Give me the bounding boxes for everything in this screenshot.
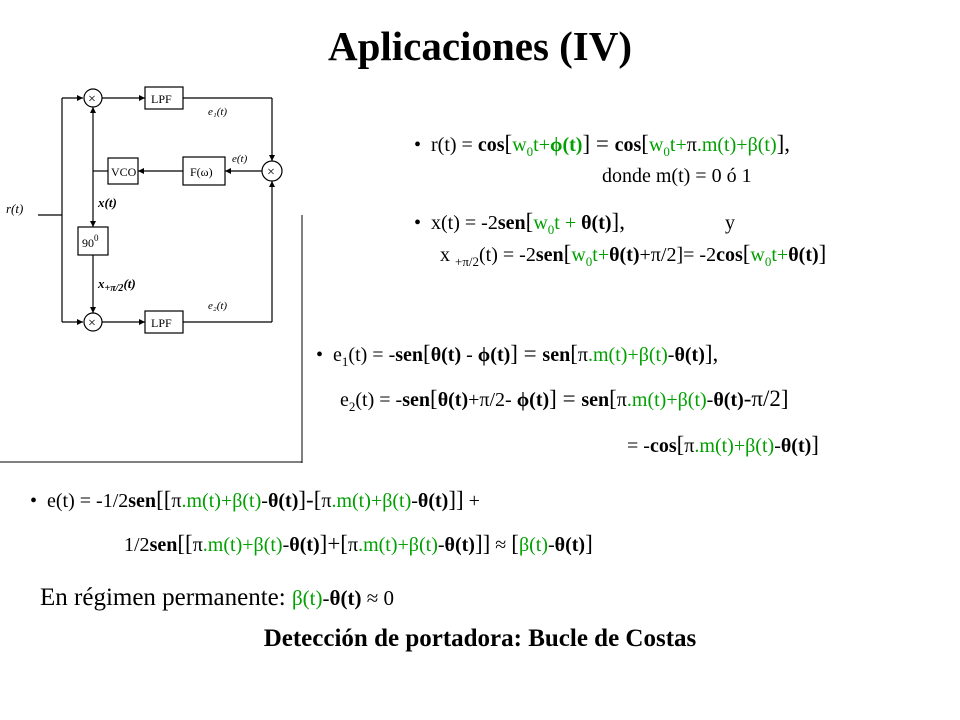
bottom-multiplier-icon: × — [88, 316, 96, 331]
equation-e: e(t) = -1/2sen[[π.m(t)+β(t)-θ(t)]-[π.m(t… — [30, 488, 480, 513]
e-label: e(t) — [232, 153, 248, 165]
equation-e2: e2(t) = -sen[θ(t)+π/2- ϕ(t)] = sen[π.m(t… — [340, 386, 789, 415]
regime-text: En régimen permanente: β(t)-θ(t) ≈ 0 — [40, 584, 394, 611]
equation-x-shift: x +π/2(t) = -2sen[w0t+θ(t)+π/2]= -2cos[w… — [440, 241, 827, 270]
e1-label: e₁(t) — [208, 106, 227, 118]
costas-loop-diagram: r(t) × LPF e₁(t) × LPF e₂(t) × e(t) F(ω)… — [0, 86, 303, 463]
equation-x: x(t) = -2sen[w0t + θ(t)],y — [414, 210, 735, 242]
slide-title: Aplicaciones (IV) — [327, 23, 633, 69]
input-label: r(t) — [6, 201, 23, 216]
conclusion-text: Detección de portadora: Bucle de Costas — [263, 625, 697, 652]
top-multiplier-icon: × — [88, 92, 96, 107]
error-multiplier-icon: × — [267, 165, 275, 180]
vco-label: VCO — [111, 165, 137, 179]
equation-e2-cos: = -cos[π.m(t)+β(t)-θ(t)] — [627, 432, 819, 458]
x-label: x(t) — [97, 195, 117, 210]
lpf-bottom-label: LPF — [151, 316, 172, 330]
donde-text: donde m(t) = 0 ó 1 — [602, 165, 752, 187]
loop-filter-block — [182, 156, 226, 186]
x-shift-label: x+π/2(t) — [97, 276, 136, 294]
lpf-top-label: LPF — [151, 92, 172, 106]
loop-filter-label: F(ω) — [190, 165, 213, 179]
equation-e-cont: 1/2sen[[π.m(t)+β(t)-θ(t)]+[π.m(t)+β(t)-θ… — [124, 531, 593, 557]
equation-r: r(t) = cos[w0t+ϕ(t)] = cos[w0t+π.m(t)+β(… — [414, 132, 790, 164]
e2-label: e₂(t) — [208, 300, 227, 312]
phase-shift-label: 900 — [82, 233, 99, 250]
equation-e1: e1(t) = -sen[θ(t) - ϕ(t)] = sen[π.m(t)+β… — [316, 342, 718, 374]
